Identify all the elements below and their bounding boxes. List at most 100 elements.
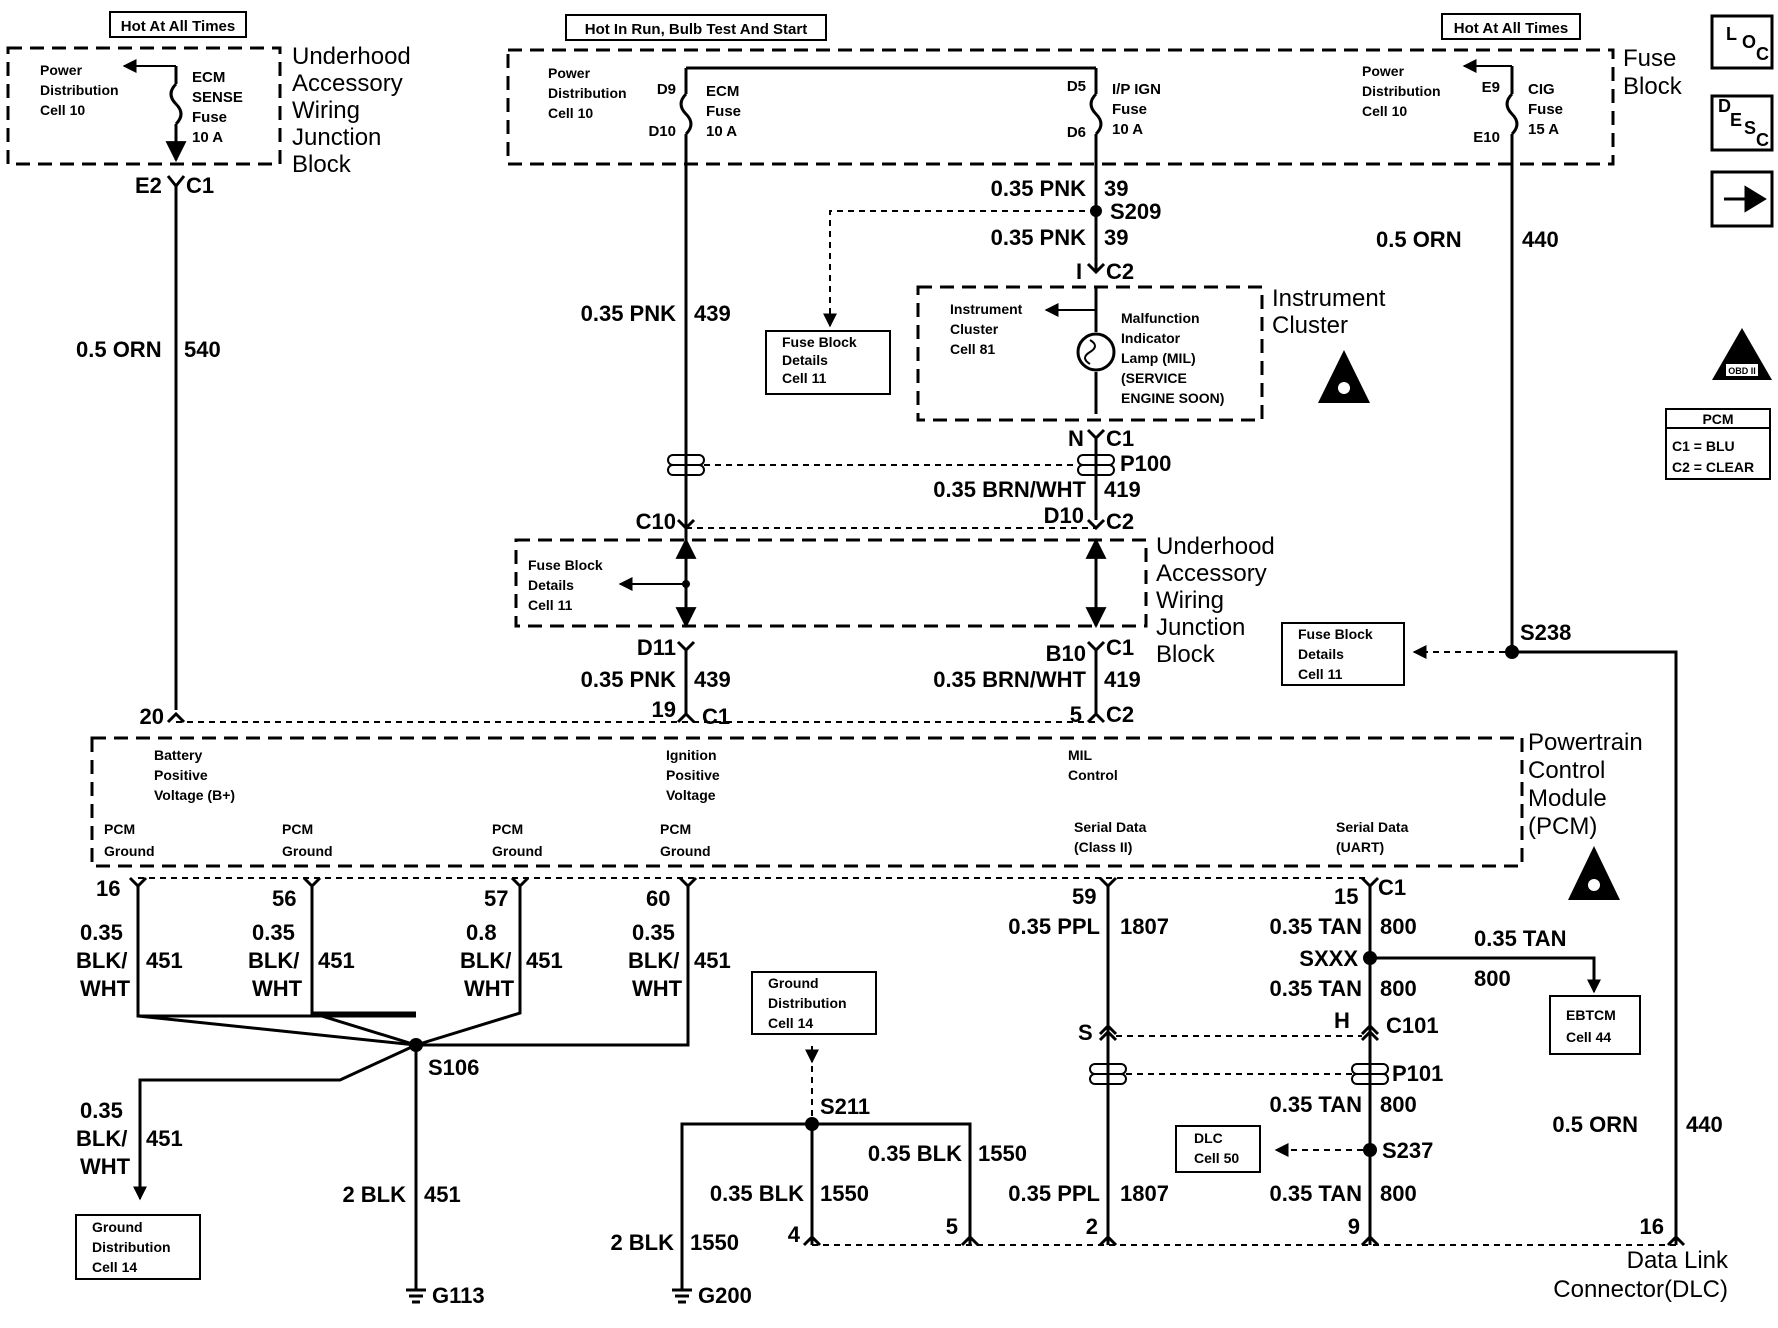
svg-text:Ground: Ground: [104, 843, 155, 859]
svg-text:PCM: PCM: [282, 821, 313, 837]
svg-text:Positive: Positive: [154, 767, 208, 783]
connector-c1-top: C1: [186, 173, 214, 198]
instrument-cluster-title: Instrument Cluster: [1272, 285, 1386, 339]
svg-text:Junction: Junction: [1156, 614, 1245, 641]
ip-ign-pin-out: D6: [1067, 124, 1086, 141]
wire-800-circuit-c: 800: [1380, 1092, 1417, 1117]
p101-connector: [1089, 1063, 1389, 1085]
svg-text:Cell 10: Cell 10: [40, 102, 85, 118]
splice-s211-label: S211: [820, 1094, 870, 1119]
fuse-block-label: Fuse Block: [1623, 45, 1683, 100]
connector-c1-bottom: C1: [1378, 875, 1406, 900]
svg-text:Junction: Junction: [292, 124, 381, 151]
svg-text:Voltage (B+): Voltage (B+): [154, 787, 235, 803]
svg-text:Data Link: Data Link: [1627, 1247, 1729, 1274]
svg-text:Instrument: Instrument: [1272, 285, 1386, 312]
svg-text:WHT: WHT: [80, 1154, 131, 1179]
p100-label: P100: [1120, 451, 1171, 476]
svg-text:SENSE: SENSE: [192, 89, 243, 106]
cig-fuse-label: CIG Fuse 15 A: [1528, 81, 1563, 138]
svg-text:PCM: PCM: [104, 821, 135, 837]
svg-text:Fuse: Fuse: [1528, 101, 1563, 118]
svg-text:Distribution: Distribution: [548, 85, 627, 101]
wire-1550-size-a: 0.35 BLK: [868, 1141, 962, 1166]
svg-text:Instrument: Instrument: [950, 301, 1023, 317]
underhood-junction-box-mid: [514, 538, 1148, 628]
wire-800-ebtcm-circuit: 800: [1474, 966, 1511, 991]
svg-text:WHT: WHT: [252, 976, 303, 1001]
svg-text:Module: Module: [1528, 785, 1607, 812]
svg-text:0.35: 0.35: [80, 1098, 123, 1123]
svg-text:451: 451: [318, 948, 355, 973]
svg-text:Fuse: Fuse: [706, 103, 741, 120]
wire-440-dlc: [1512, 650, 1678, 1245]
svg-text:L: L: [1726, 24, 1737, 44]
underhood-junction-label-top: Underhood Accessory Wiring Junction Bloc…: [292, 43, 411, 178]
pin-s: S: [1078, 1020, 1093, 1045]
svg-text:Wiring: Wiring: [1156, 587, 1224, 614]
svg-text:BLK/: BLK/: [460, 948, 511, 973]
ground-g113-label: G113: [432, 1283, 485, 1308]
pin-d10: D10: [1044, 503, 1084, 528]
wire-800-size-d: 0.35 TAN: [1269, 1181, 1362, 1206]
instrument-cluster-box: [916, 285, 1264, 422]
svg-text:PCM: PCM: [1702, 411, 1733, 427]
wire-label-ground-16: 0.35 BLK/ WHT 451: [76, 920, 183, 1001]
wire-419-circuit-a: 419: [1104, 477, 1141, 502]
svg-text:Cell 10: Cell 10: [548, 105, 593, 121]
pcm-serial-class2-label: Serial Data (Class II): [1074, 819, 1147, 855]
svg-text:10 A: 10 A: [1112, 121, 1143, 138]
pdc-mid-ref: Power Distribution Cell 10: [548, 65, 627, 121]
svg-text:(PCM): (PCM): [1528, 813, 1597, 840]
pin-n: N: [1068, 426, 1084, 451]
svg-text:BLK/: BLK/: [628, 948, 679, 973]
wire-439-size-a: 0.35 PNK: [581, 301, 676, 326]
pin-59: 59: [1072, 884, 1096, 909]
wire-label-ground-60: 0.35 BLK/ WHT 451: [628, 920, 731, 1001]
svg-text:OBD II: OBD II: [1728, 366, 1756, 376]
ground-distribution-ref-a: Ground Distribution Cell 14: [75, 1214, 201, 1280]
wire-1550-size-c: 2 BLK: [610, 1230, 674, 1255]
svg-text:BLK/: BLK/: [76, 948, 127, 973]
svg-text:Hot At All Times: Hot At All Times: [1454, 20, 1568, 37]
wire-1550-circuit-c: 1550: [690, 1230, 739, 1255]
wire-39-circuit-b: 39: [1104, 225, 1128, 250]
ip-ign-fuse-symbol: [1089, 92, 1103, 136]
p100-connector: [667, 454, 1115, 476]
svg-text:451: 451: [146, 1126, 183, 1151]
wire-39-size-b: 0.35 PNK: [991, 225, 1086, 250]
wire-419-size-a: 0.35 BRN/WHT: [933, 477, 1086, 502]
svg-text:451: 451: [526, 948, 563, 973]
wire-39-circuit-a: 39: [1104, 176, 1128, 201]
svg-text:(UART): (UART): [1336, 839, 1384, 855]
wire-451-size: 2 BLK: [342, 1182, 406, 1207]
pin-60: 60: [646, 886, 670, 911]
wire-439-size-b: 0.35 PNK: [581, 667, 676, 692]
description-nav-button[interactable]: D E S C: [1710, 94, 1774, 152]
wire-1807-size-b: 0.35 PPL: [1008, 1181, 1100, 1206]
svg-text:Control: Control: [1528, 757, 1605, 784]
dlc-pin-9: 9: [1348, 1214, 1360, 1239]
svg-text:C2 = CLEAR: C2 = CLEAR: [1672, 459, 1754, 475]
pcm-ground-a-label: PCM Ground: [104, 821, 155, 859]
svg-text:Block: Block: [292, 151, 352, 178]
mil-label: Malfunction Indicator Lamp (MIL) (SERVIC…: [1121, 310, 1224, 406]
svg-text:Accessory: Accessory: [292, 70, 403, 97]
svg-text:0.8: 0.8: [466, 920, 497, 945]
dlc-pin-16: 16: [1640, 1214, 1664, 1239]
svg-text:Details: Details: [782, 352, 828, 368]
wire-800-ebtcm-size: 0.35 TAN: [1474, 926, 1567, 951]
svg-text:Power: Power: [548, 65, 591, 81]
svg-text:Cell 81: Cell 81: [950, 341, 995, 357]
svg-text:451: 451: [146, 948, 183, 973]
dlc-cell-ref: DLC Cell 50: [1175, 1125, 1261, 1173]
ip-ign-fuse-label: I/P IGN Fuse 10 A: [1112, 81, 1161, 138]
svg-text:Block: Block: [1623, 73, 1683, 100]
next-arrow-button[interactable]: [1710, 170, 1774, 228]
svg-text:Malfunction: Malfunction: [1121, 310, 1200, 326]
wire-800-circuit-a: 800: [1380, 914, 1417, 939]
pcm-connector-legend: PCM C1 = BLU C2 = CLEAR: [1665, 408, 1771, 480]
location-nav-button[interactable]: L O C: [1710, 14, 1774, 70]
cig-fuse-symbol: [1505, 92, 1519, 136]
